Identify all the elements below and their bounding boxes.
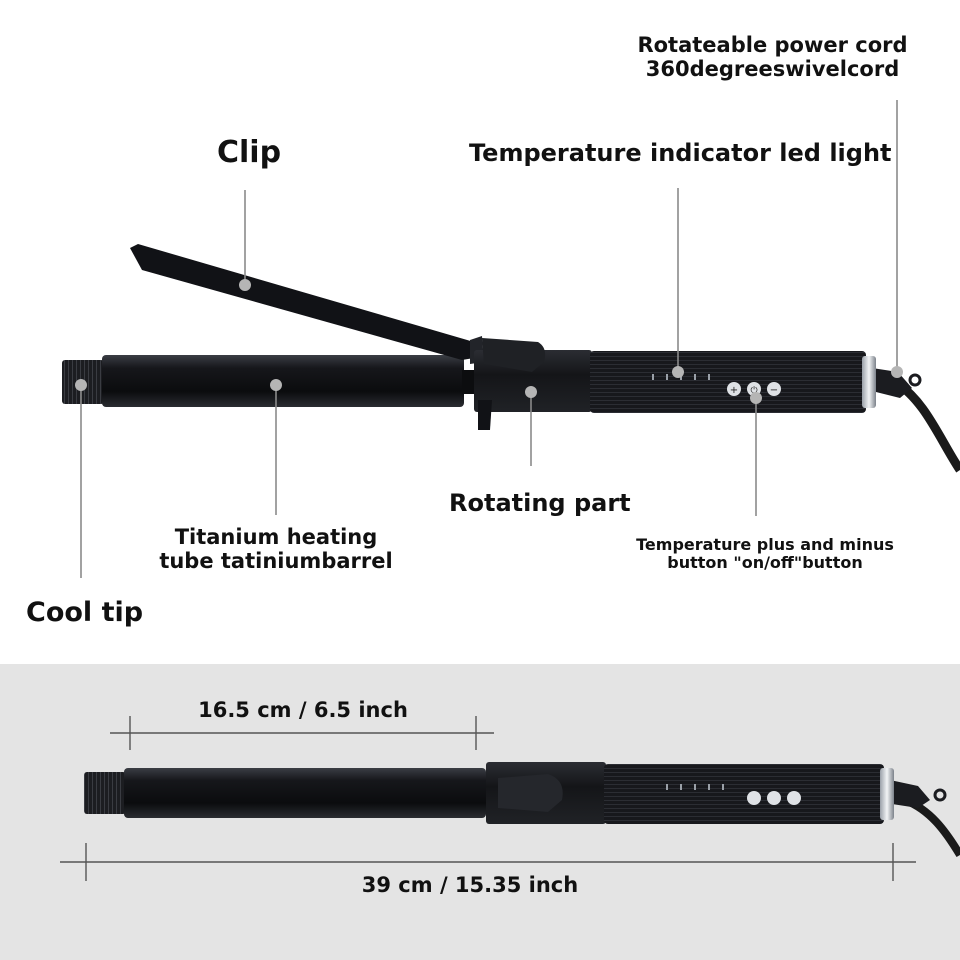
barrel-label-line-2: tube tatiniumbarrel: [159, 548, 393, 573]
cord-strain-relief: [872, 368, 912, 398]
minus-button-icon: [767, 382, 781, 396]
buttons-label-line-2: button "on/off"button: [667, 552, 863, 572]
total-length-label: 39 cm / 15.35 inch: [361, 873, 579, 897]
barrel: [102, 355, 464, 407]
power-cord: [892, 378, 960, 473]
clip-label: Clip: [217, 135, 282, 170]
buttons-label: Temperature plus and minus button "on/of…: [620, 536, 910, 572]
clip: [130, 244, 474, 360]
svg-text:−: −: [770, 385, 778, 396]
power-cord-label-line-2: 360degreeswivelcord: [645, 56, 900, 81]
temperature-led-label: Temperature indicator led light: [469, 139, 892, 167]
barrel-label: Titanium heating tube tatiniumbarrel: [150, 525, 402, 573]
leader-lines: [75, 100, 903, 578]
svg-text:+: +: [730, 385, 738, 396]
power-cord-label-line-1: Rotateable power cord: [637, 33, 908, 57]
barrel-length-label: 16.5 cm / 6.5 inch: [198, 698, 408, 722]
cool-tip-label: Cool tip: [26, 597, 144, 628]
plus-button-icon: [727, 382, 741, 396]
barrel-label-line-1: Titanium heating: [174, 525, 378, 549]
handle: [590, 351, 866, 413]
clip-lever: [482, 338, 546, 372]
control-buttons: + ⏻ −: [727, 382, 781, 396]
buttons-label-line-1: Temperature plus and minus: [636, 535, 894, 554]
curling-iron-bottom: [84, 762, 960, 858]
svg-text:⏻: ⏻: [750, 385, 757, 396]
rotating-part-label: Rotating part: [449, 489, 631, 517]
power-cord-label: Rotateable power cord 360degreeswivelcor…: [620, 33, 925, 81]
dimension-lines: [60, 716, 916, 881]
curling-iron-top: + ⏻ −: [62, 244, 960, 473]
